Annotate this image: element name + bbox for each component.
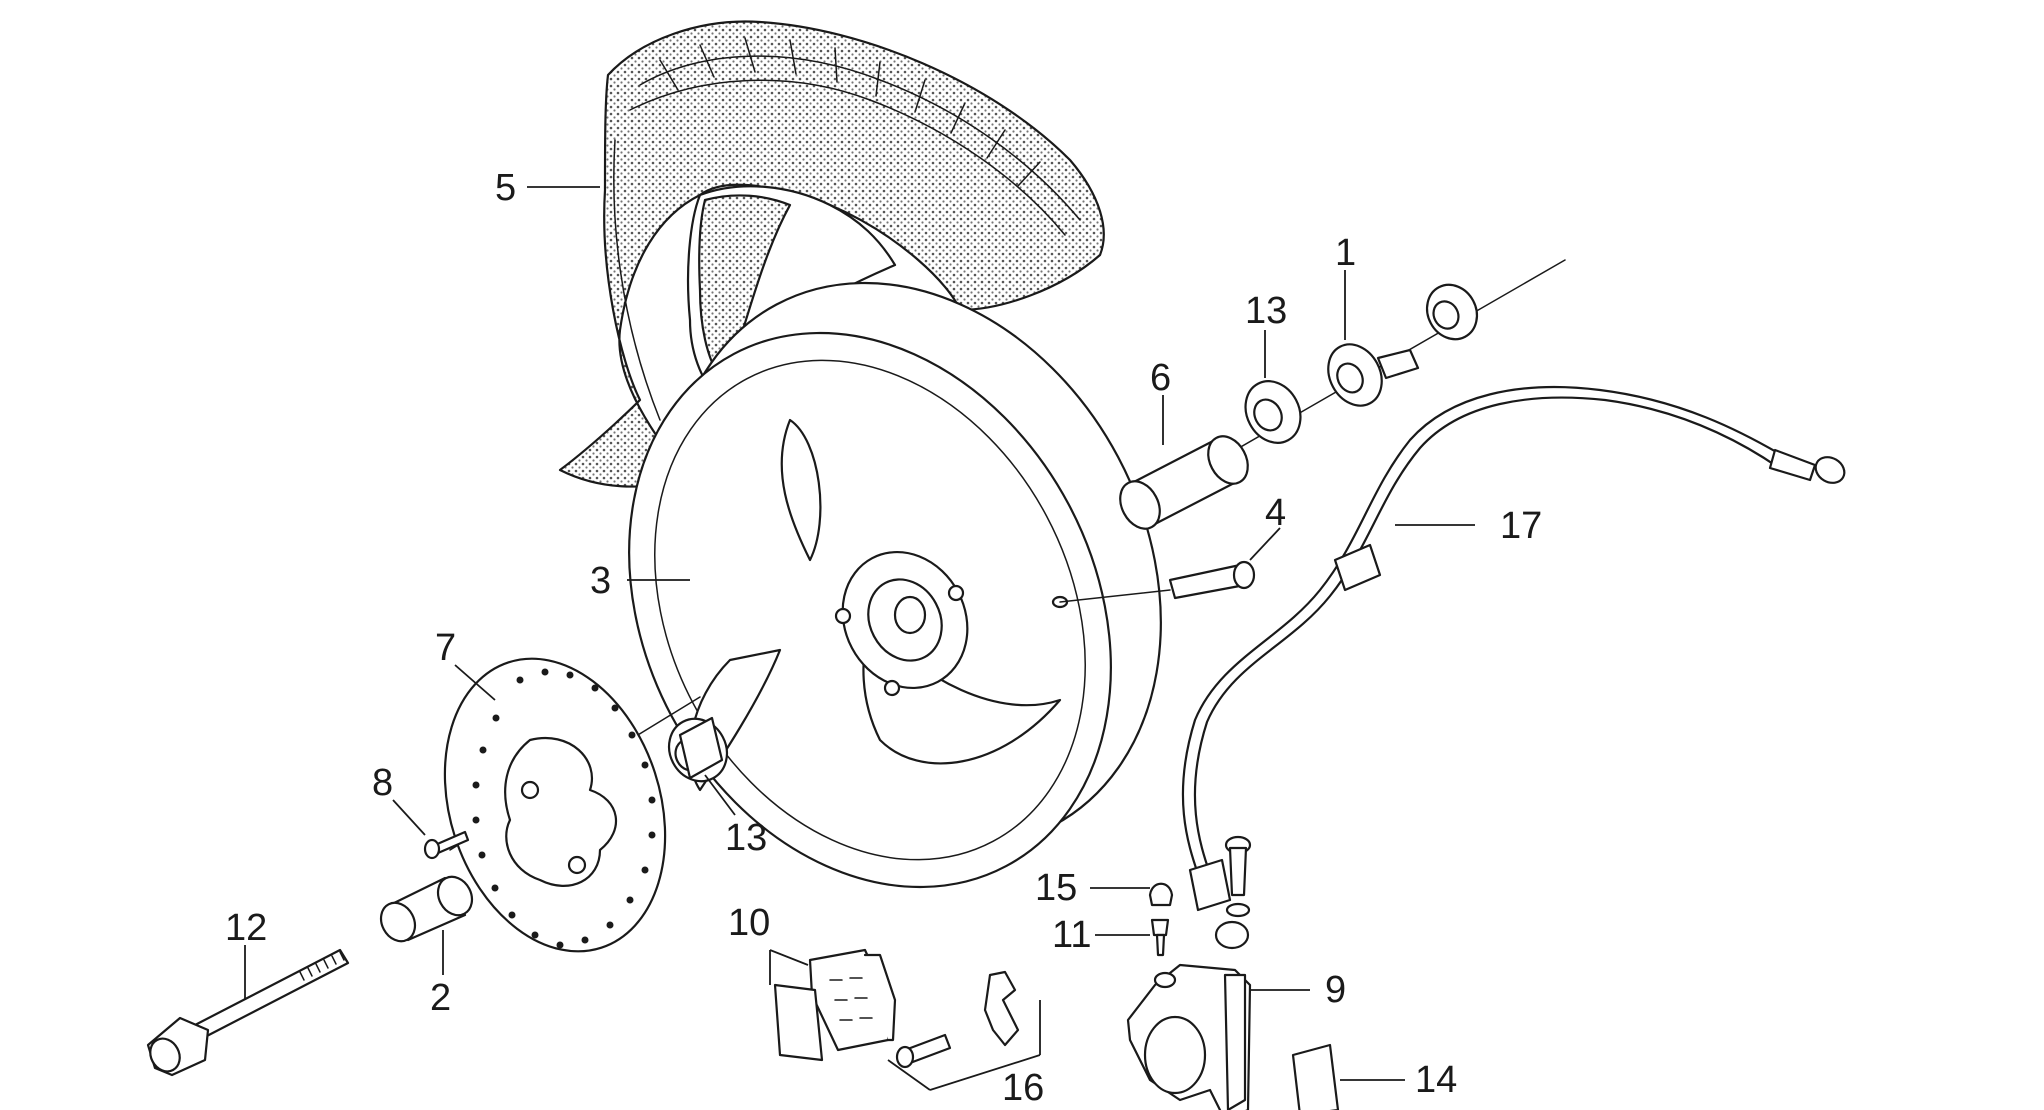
callout-7: 7 [435,627,456,669]
disc-screw [423,830,470,860]
bleeder-screw [1150,918,1170,957]
speedometer-drive [1327,343,1420,407]
callout-14: 14 [1415,1059,1457,1101]
disc-spacer [379,875,474,943]
brake-pads [773,948,897,1062]
callout-1: 1 [1335,232,1356,274]
leader-16a [887,1059,931,1091]
callout-12: 12 [225,907,267,949]
callout-15: 15 [1035,867,1077,909]
callout-17: 17 [1500,505,1542,547]
spacer [1119,435,1249,530]
callout-16: 16 [1002,1067,1044,1109]
pad-pin-kit [895,970,1020,1069]
axle-bolt [146,948,350,1077]
callout-10: 10 [728,902,770,944]
callout-2: 2 [430,977,451,1019]
leader-4 [1249,527,1281,561]
leader-13b [704,774,736,816]
caliper-cover [1291,1043,1340,1110]
callout-13b: 13 [725,817,767,859]
rim [628,281,1162,889]
bearing-left [667,716,729,783]
banjo-bolt [1224,835,1252,918]
brake-caliper [1126,963,1252,1110]
brake-disc [443,657,667,953]
leader-10a [769,949,809,966]
leader-7 [454,664,496,701]
callout-8: 8 [372,762,393,804]
bearing-right [1244,380,1302,444]
callout-4: 4 [1265,492,1286,534]
tire [558,20,1105,488]
leader-16b [929,1054,1041,1091]
callout-5: 5 [495,167,516,209]
bleed-valve-cap [1148,882,1174,907]
tire-valve [1059,560,1256,603]
callout-11: 11 [1052,914,1091,956]
callout-9: 9 [1325,969,1346,1011]
axle-nut [1425,283,1479,341]
brake-hose [1181,385,1846,950]
callout-6: 6 [1150,357,1171,399]
callout-13a: 13 [1245,290,1287,332]
leader-8 [392,799,426,836]
callout-3: 3 [590,560,611,602]
